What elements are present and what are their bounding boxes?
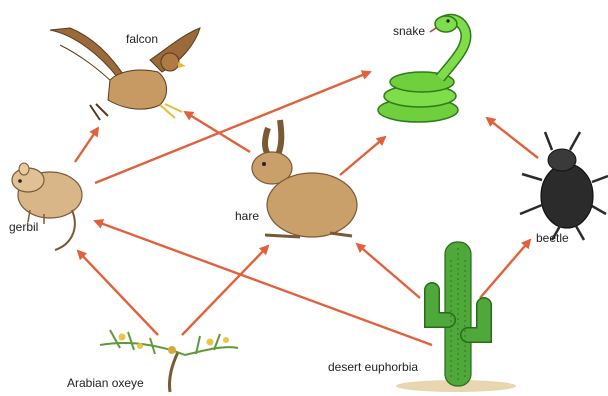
arrow-oxeye-to-hare [182, 246, 268, 335]
arrow-euphorbia-to-gerbil [95, 221, 432, 345]
arrow-hare-to-snake [340, 137, 385, 175]
gerbil-illustration [12, 163, 82, 250]
falcon-illustration [50, 28, 200, 120]
arrow-gerbil-to-falcon [75, 128, 98, 162]
label-hare: hare [235, 209, 259, 223]
label-gerbil: gerbil [9, 220, 38, 234]
label-snake: snake [393, 24, 425, 38]
arrow-oxeye-to-gerbil [78, 251, 158, 335]
arrow-euphorbia-to-beetle [480, 240, 530, 298]
label-desert-euphorbia: desert euphorbia [328, 360, 418, 374]
beetle-illustration [520, 132, 608, 240]
label-falcon: falcon [126, 32, 158, 46]
label-beetle: beetle [536, 231, 569, 245]
hare-illustration [252, 120, 357, 237]
arrow-hare-to-falcon [185, 112, 250, 152]
label-arabian-oxeye: Arabian oxeye [67, 376, 144, 390]
arrow-euphorbia-to-hare [357, 244, 420, 298]
arrow-beetle-to-snake [487, 118, 538, 158]
